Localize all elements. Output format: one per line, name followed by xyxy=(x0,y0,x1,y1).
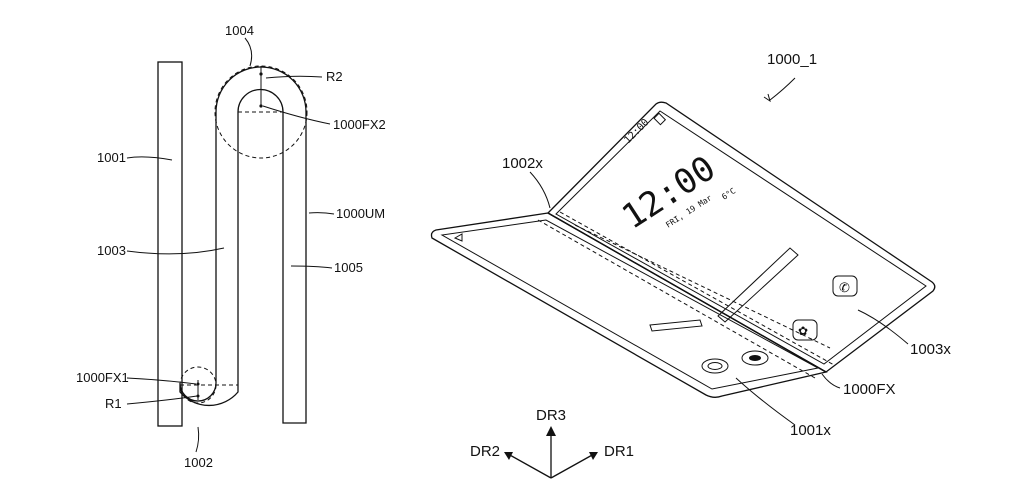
label-1003: 1003 xyxy=(97,243,126,258)
lower-panel xyxy=(430,212,828,398)
foldable-device: 12:00 12:00 FRI, 19 Mar 6°C ✆ ✿ xyxy=(430,51,951,439)
r1-dot-2 xyxy=(196,394,200,398)
phone-icon: ✆ xyxy=(832,275,858,297)
gallery-icon: ✿ xyxy=(792,319,818,341)
leader-r1 xyxy=(126,395,198,405)
panel-1001 xyxy=(157,61,183,427)
lower-panel-screen xyxy=(440,219,820,390)
label-1005: 1005 xyxy=(334,260,363,275)
svg-text:✿: ✿ xyxy=(798,324,808,338)
fold-zone-dash-3 xyxy=(574,224,831,349)
leader-1001 xyxy=(126,156,173,161)
fold-zone-dash-1 xyxy=(559,211,835,366)
arrowhead-1000-1 xyxy=(763,93,771,103)
direction-axes: DR3 DR2 DR1 xyxy=(470,407,634,479)
label-1000fx: 1000FX xyxy=(843,381,896,398)
label-1000fx1: 1000FX1 xyxy=(76,370,129,385)
leader-1000-1 xyxy=(769,77,796,101)
svg-text:✆: ✆ xyxy=(839,281,850,296)
r2-dot-1 xyxy=(259,72,263,76)
leader-1004 xyxy=(244,37,253,67)
screen-strip xyxy=(717,247,799,323)
upper-panel xyxy=(546,101,936,373)
arrow-dr3 xyxy=(546,426,556,436)
fold-cross-section: 1004 R2 1000FX2 1001 1000UM 1003 1005 10… xyxy=(76,23,386,470)
label-1000-1: 1000_1 xyxy=(767,51,817,68)
label-1002: 1002 xyxy=(184,455,213,470)
arrow-dr1 xyxy=(589,452,598,460)
folded-display-outline xyxy=(179,66,307,424)
fold-line xyxy=(547,212,827,373)
weather-text: 6°C xyxy=(720,186,737,202)
label-1000um: 1000UM xyxy=(336,206,385,221)
label-1004: 1004 xyxy=(225,23,254,38)
label-1000fx2: 1000FX2 xyxy=(333,117,386,132)
leader-1002 xyxy=(195,426,200,453)
status-time: 12:00 xyxy=(622,117,651,146)
leader-1000um xyxy=(308,212,335,215)
fold-zone-dash-2 xyxy=(537,219,816,379)
battery-icon xyxy=(653,112,667,126)
label-r1: R1 xyxy=(105,396,122,411)
fold-circle-top xyxy=(214,65,308,159)
r2-dot-2 xyxy=(259,104,263,108)
upper-panel-screen xyxy=(555,110,927,365)
leader-1001x xyxy=(735,377,796,426)
label-dr2: DR2 xyxy=(470,443,500,460)
leader-1005 xyxy=(290,265,333,269)
corner-marker-icon xyxy=(453,233,463,242)
label-r2: R2 xyxy=(326,69,343,84)
r1-dot-1 xyxy=(196,382,200,386)
leader-1000fx1 xyxy=(126,377,197,385)
label-dr3: DR3 xyxy=(536,407,566,424)
slider-bar xyxy=(649,319,703,332)
label-dr1: DR1 xyxy=(604,443,634,460)
axis-dr1 xyxy=(550,453,595,479)
label-1001: 1001 xyxy=(97,150,126,165)
leader-1003 xyxy=(126,247,225,255)
label-1003x: 1003x xyxy=(910,341,951,358)
label-1001x: 1001x xyxy=(790,422,831,439)
camera-icon xyxy=(741,350,769,366)
leader-1000fx2 xyxy=(262,105,331,125)
fold-circle-bottom xyxy=(179,366,217,404)
axis-dr2 xyxy=(507,453,552,479)
leader-r2 xyxy=(265,75,323,79)
arrow-dr2 xyxy=(504,452,513,460)
leader-1003x xyxy=(857,309,909,345)
fingerprint-icon xyxy=(701,358,729,374)
leader-1000fx xyxy=(821,373,841,389)
label-1002x: 1002x xyxy=(502,155,543,172)
leader-1002x xyxy=(529,171,551,209)
